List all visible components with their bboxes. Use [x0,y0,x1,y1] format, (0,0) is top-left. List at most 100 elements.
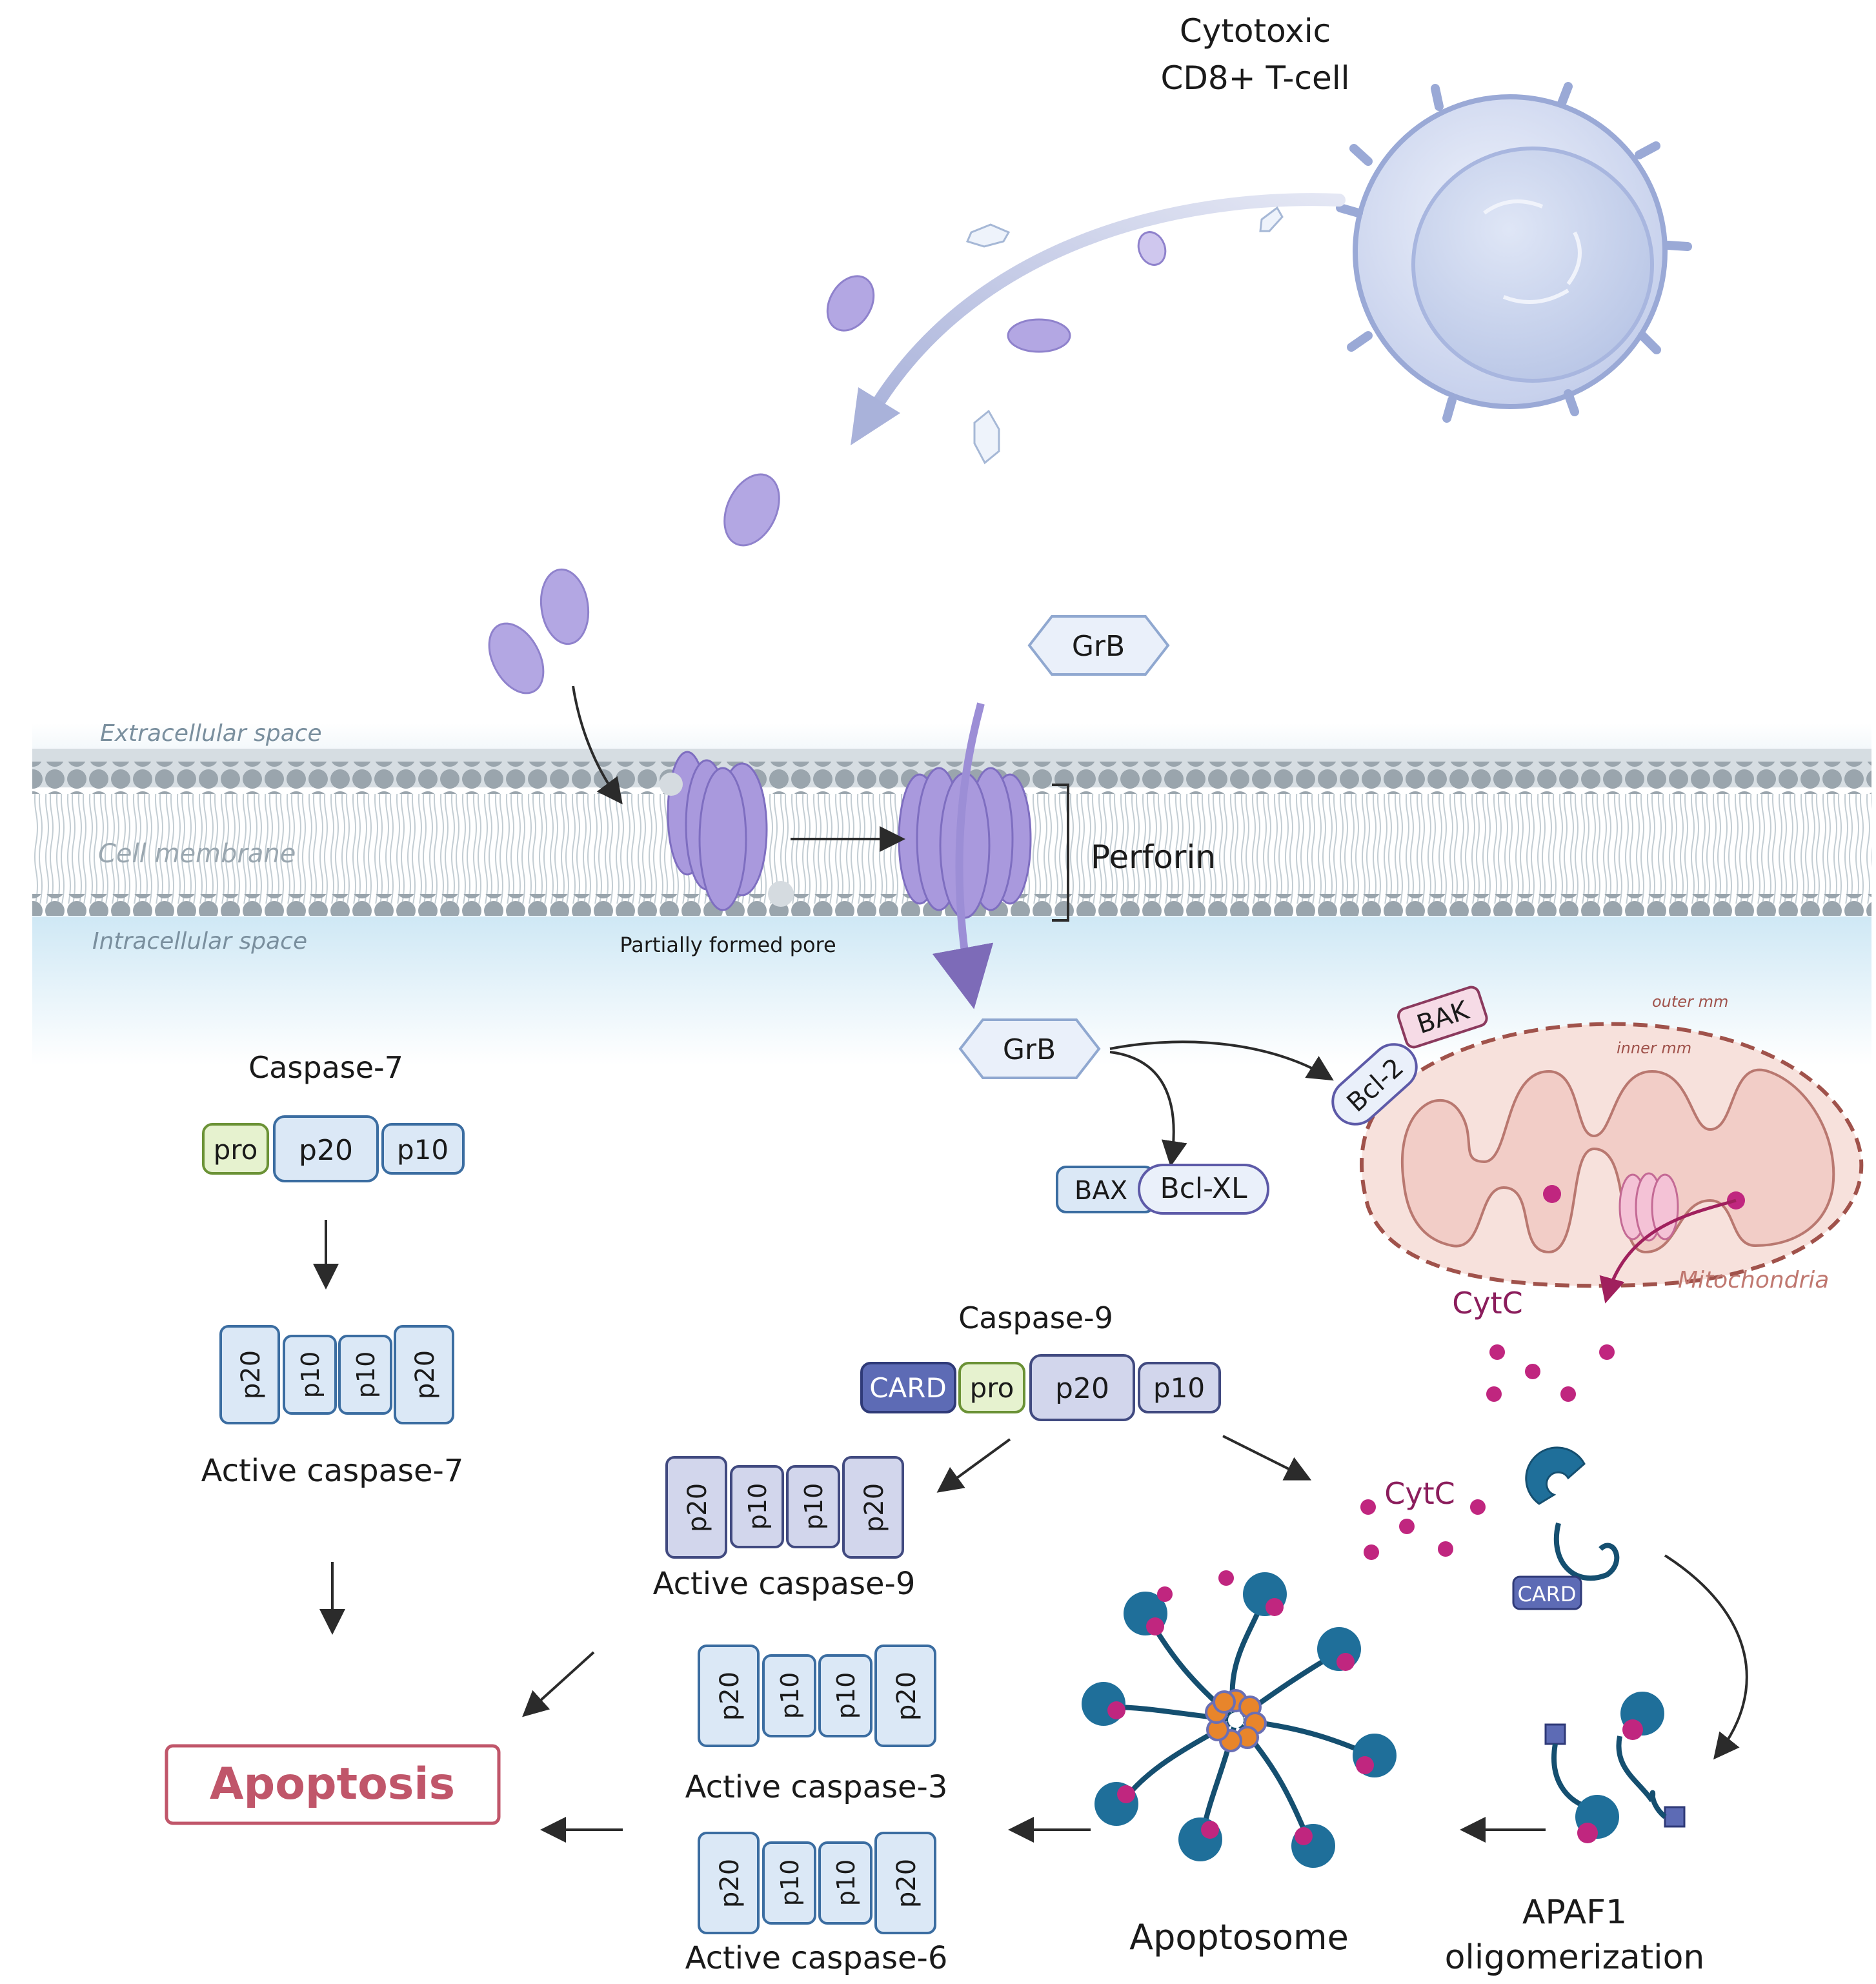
active-caspase7-label: Active caspase-7 [201,1453,464,1489]
grb-to-bax-arrow [1109,1051,1187,1167]
active-caspase9-unit [665,1456,727,1559]
grb-inside-label: GrB [1003,1033,1056,1066]
active-caspase7: p20 p10 p10 p20 [219,1325,454,1424]
caspase7-pro [202,1123,269,1175]
caspase9-title: Caspase-9 [958,1301,1113,1335]
caspase9-p10 [1138,1362,1221,1413]
caspase9-to-apoptosis-arrow [522,1651,595,1717]
mito-outer-label: outer mm [1652,993,1728,1011]
apaf1-monomer: CARD [1512,1446,1620,1610]
cell-membrane-label: Cell membrane [98,839,296,869]
active-caspase9-unit-label: p10 [743,1483,772,1530]
extracellular-label: Extracellular space [100,720,322,747]
grb-entry-path [932,702,994,1009]
active-caspase3-unit [874,1645,936,1747]
apoptosome [1082,1572,1397,1868]
caspase9-card-label: CARD [869,1372,947,1404]
apaf1-to-oligomer-arrow [1664,1554,1748,1760]
granule-to-pore-arrow [572,685,623,805]
active-caspase6-unit [698,1832,760,1934]
active-caspase6-unit-label: p20 [892,1859,922,1908]
active-caspase7-unit [283,1335,337,1415]
cytc-molecules-free [1360,1499,1486,1560]
apoptosome-cytc [1157,1570,1234,1602]
bclxl-label: Bcl-XL [1160,1172,1247,1205]
caspase7-p20 [273,1115,379,1182]
active-caspase6-label: Active caspase-6 [685,1940,948,1976]
active-caspase6-unit [874,1832,936,1934]
cytc-molecules-released [1486,1344,1615,1402]
perforin-bracket [1052,784,1069,922]
active-caspase9-label: Active caspase-9 [653,1566,916,1602]
caspase7-pro-label: pro [214,1134,258,1166]
bclxl-box [1138,1164,1269,1215]
active-caspase3-unit-label: p20 [892,1672,922,1721]
active-caspase7-unit-label: p10 [296,1351,325,1398]
active-caspase3-label: Active caspase-3 [685,1769,948,1805]
active-caspase3-unit [818,1654,872,1737]
grb-inside: GrB [958,1018,1101,1079]
mitochondria-label: Mitochondria [1678,1267,1829,1293]
intracellular-label: Intracellular space [92,928,307,955]
active-caspase9-unit [786,1465,840,1548]
cytotoxic-t-cell [1336,82,1692,423]
apaf1-label-line2: oligomerization [1445,1938,1705,1977]
cytc-released-label: CytC [1452,1286,1523,1321]
perforin-granules [488,231,1167,694]
active-caspase9-unit-label: p20 [683,1483,712,1532]
active-caspase6-unit [762,1841,816,1925]
active-caspase3-unit-label: p10 [776,1672,804,1719]
active-caspase9-unit-label: p20 [860,1483,889,1532]
caspase9-to-active-arrow [936,1438,1011,1493]
active-caspase7-unit [394,1325,454,1424]
caspase7-title: Caspase-7 [248,1050,403,1085]
procaspase9: CARD pro p20 p10 [860,1354,1221,1421]
active-caspase7-unit-label: p20 [236,1350,266,1399]
mito-inner-label: inner mm [1617,1039,1691,1057]
granzyme-vesicles [965,206,1284,465]
mitochondrion [1360,1022,1864,1304]
granule-release-arrow [862,193,1346,426]
caspase9-to-apoptosome-arrow [1222,1435,1312,1481]
cytc-free-label: CytC [1384,1476,1455,1511]
grb-to-mito-arrow [1109,1040,1334,1081]
caspase9-p20-label: p20 [1055,1372,1109,1405]
active-caspase9-unit [842,1456,904,1559]
active-caspase3-unit-label: p10 [832,1672,860,1719]
t-cell-label-line1: Cytotoxic [1180,12,1331,50]
active-caspase3-unit [762,1654,816,1737]
caspase7-p20-label: p20 [299,1134,353,1167]
procaspase7: pro p20 p10 [202,1115,465,1182]
active-caspase6-unit-label: p10 [776,1859,804,1906]
apoptosis-box [165,1744,501,1825]
active-caspase6-unit [818,1841,872,1925]
bak-protein: BAK [1397,986,1488,1049]
caspase7-p10 [381,1123,465,1175]
caspase9-pro [958,1362,1025,1413]
active-caspase9-unit-label: p10 [800,1483,828,1530]
granule-release-arrowhead [851,387,900,445]
apaf1-label-line1: APAF1 [1522,1893,1627,1932]
apoptosome-label: Apoptosome [1129,1917,1349,1958]
perforin-label: Perforin [1091,838,1216,876]
caspase9-p10-label: p10 [1153,1372,1205,1404]
apaf1-card-box [1512,1575,1582,1610]
caspase9-p20 [1029,1354,1135,1421]
active-caspase3-unit [698,1645,760,1747]
active-caspase9-unit [730,1465,784,1548]
active-caspase6-unit-label: p20 [715,1859,745,1908]
perforin-pore [898,767,1032,919]
active-caspase6: p20 p10 p10 p20 [698,1832,936,1934]
active-caspase3-unit-label: p20 [715,1672,745,1721]
active-caspase3: p20 p10 p10 p20 [698,1645,936,1747]
active-caspase7-unit [219,1325,280,1424]
bax-label: BAX [1074,1176,1127,1206]
cytc-release-path [1599,1199,1737,1304]
caspase7-p10-label: p10 [397,1134,449,1166]
active-caspase7-unit-label: p10 [352,1351,380,1398]
partially-formed-pore [660,751,794,911]
t-cell-label-line2: CD8+ T-cell [1160,59,1349,97]
bax-bclxl-complex: BAX Bcl-XL [1056,1164,1269,1215]
apoptosis-label: Apoptosis [210,1759,455,1810]
